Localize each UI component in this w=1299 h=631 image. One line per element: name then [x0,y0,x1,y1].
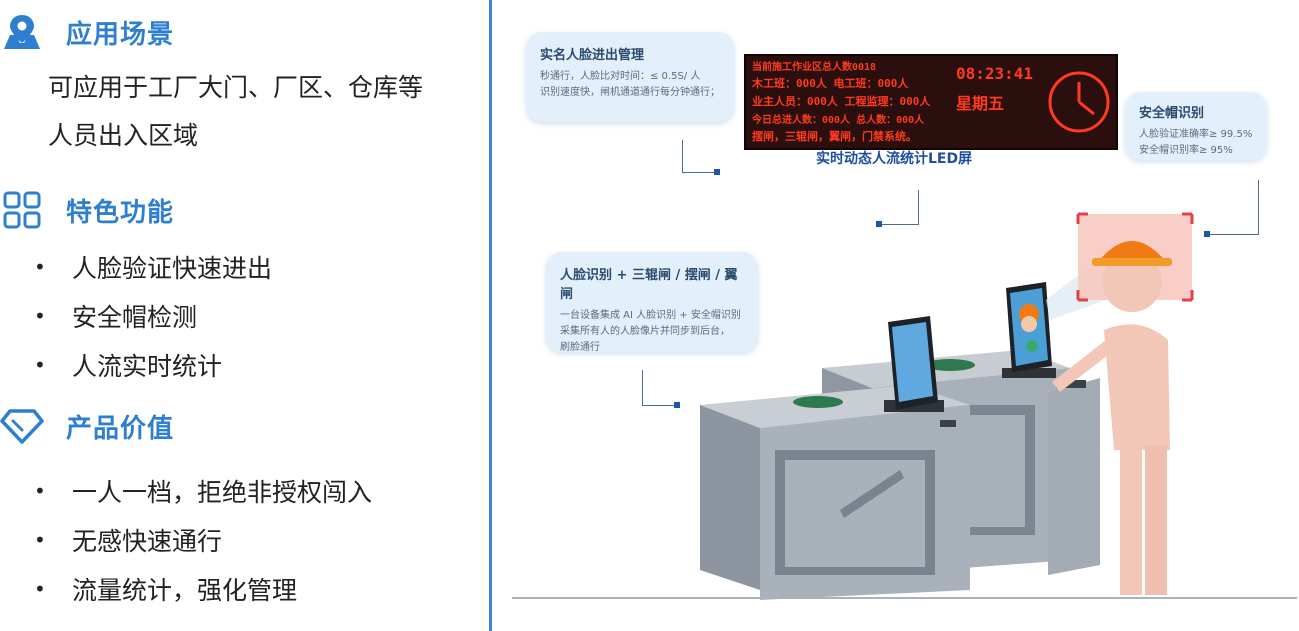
led-line: 业主人员：000人 工程监理：000人 [752,95,931,108]
connector-line [642,370,677,406]
card-face-gate: 人脸识别 + 三辊闸 / 摆闸 / 翼闸 一台设备集成 AI 人脸识别 + 安全… [546,252,758,353]
connector-marker [674,402,680,408]
feature-panel: 应用场景 可应用于工厂大门、厂区、仓库等 人员出入区域 特色功能 •人脸验证快速… [0,0,488,631]
led-clock-time: 08:23:41 [956,64,1034,83]
card-title: 实名人脸进出管理 [540,48,645,63]
section-features-header: 特色功能 [0,190,174,230]
section-value-header: 产品价值 [0,406,174,446]
value-list: •一人一档，拒绝非授权闯入 •无感快速通行 •流量统计，强化管理 [34,466,372,613]
section-application-header: 应用场景 [0,12,174,52]
led-line: 今日总进人数：000人 总人数：000人 [752,115,925,126]
diamond-icon [0,406,44,446]
connector-marker [1204,231,1210,237]
description-line: 人员出入区域 [48,121,199,150]
gate-drawing [700,212,1194,600]
led-clock-icon [1048,71,1110,133]
connector-marker [714,169,720,175]
card-title: 人脸识别 + 三辊闸 / 摆闸 / 翼闸 [560,268,738,302]
connector-line [1208,180,1259,235]
led-line: 当前施工作业区总人数0018 [752,62,877,73]
card-helmet: 安全帽识别 人脸验证准确率≥ 99.5% 安全帽识别率≥ 95% [1125,92,1267,160]
led-display-board: 当前施工作业区总人数0018 木工班：000人 电工班：000人 业主人员：00… [744,54,1118,150]
list-item: •安全帽检测 [34,302,198,332]
card-body: 秒通行，人脸比对时间：≤ 0.5S/ 人 识别速度快，闸机通道通行每分钟通行； [540,71,720,98]
led-line: 木工班：000人 电工班：000人 [752,77,909,90]
connector-marker [876,221,882,227]
bullet-dot: • [34,352,46,377]
vertical-divider [489,0,492,631]
connector-line [880,190,919,225]
section-title: 产品价值 [66,413,175,444]
led-caption: 实时动态人流统计LED屏 [816,151,973,167]
card-body: 一台设备集成 AI 人脸识别 + 安全帽识别 采集所有人的人脸像片并同步到后台，… [560,310,741,353]
list-item: •流量统计，强化管理 [34,575,298,605]
led-weekday: 星期五 [956,94,1005,113]
card-body: 人脸验证准确率≥ 99.5% 安全帽识别率≥ 95% [1139,129,1253,156]
bullet-dot: • [34,254,46,279]
section-title: 特色功能 [66,197,175,228]
card-realname: 实名人脸进出管理 秒通行，人脸比对时间：≤ 0.5S/ 人 识别速度快，闸机通道… [526,32,734,122]
application-description: 可应用于工厂大门、厂区、仓库等 人员出入区域 [48,64,478,160]
floor-line [512,597,1297,599]
led-line: 摆闸，三辊闸，翼闸，门禁系统。 [752,130,917,143]
grid-icon [0,190,44,230]
list-item: •无感快速通行 [34,526,223,556]
bullet-dot: • [34,303,46,328]
bullet-dot: • [34,576,46,601]
section-title: 应用场景 [66,19,175,50]
connector-line [682,140,717,173]
list-item: •人脸验证快速进出 [34,253,273,283]
bullet-dot: • [34,478,46,503]
list-item: •一人一档，拒绝非授权闯入 [34,477,373,507]
map-pin-icon [0,12,44,52]
features-list: •人脸验证快速进出 •安全帽检测 •人流实时统计 [34,242,272,389]
bullet-dot: • [34,527,46,552]
description-line: 可应用于工厂大门、厂区、仓库等 [48,73,424,102]
turnstile-illustration: 当前施工作业区总人数0018 木工班：000人 电工班：000人 业主人员：00… [500,0,1299,631]
card-title: 安全帽识别 [1139,106,1205,121]
list-item: •人流实时统计 [34,351,223,381]
